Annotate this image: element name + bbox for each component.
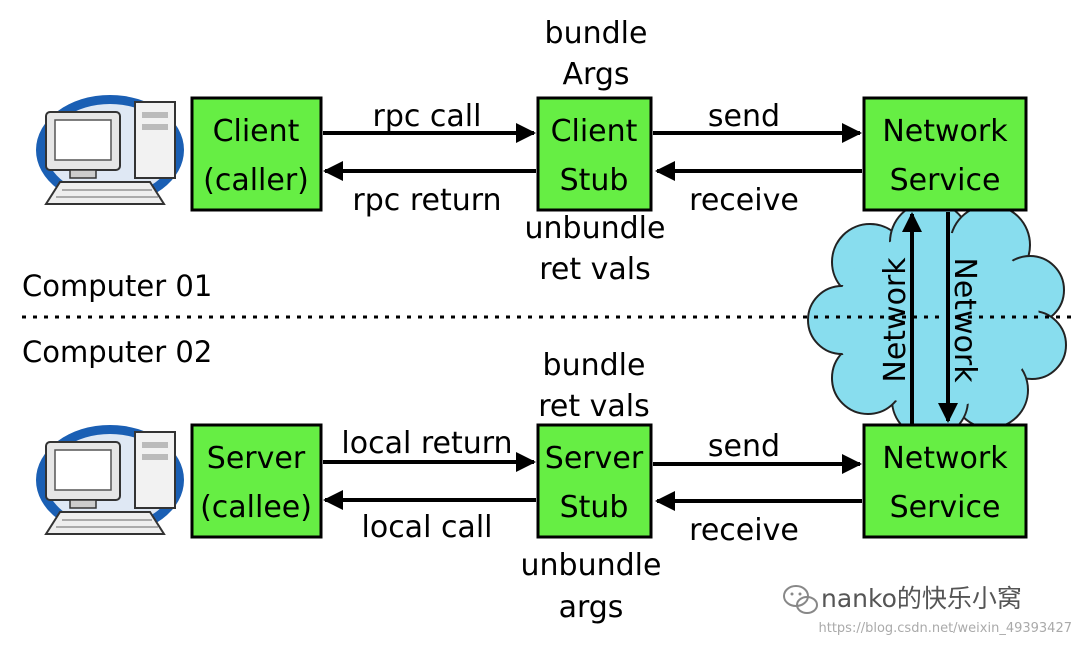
wechat-icon — [783, 585, 818, 614]
network-service-bottom-box — [862, 423, 1028, 539]
watermark-text: nanko的快乐小窝 — [821, 584, 1022, 613]
server-box — [190, 423, 323, 539]
send-top-label: send — [708, 99, 780, 134]
server-stub-line2: Stub — [560, 490, 629, 525]
network-service-top-line2: Service — [890, 163, 1001, 198]
server-box-line2: (callee) — [200, 490, 312, 525]
bundle-ret-vals-line2: ret vals — [538, 389, 650, 424]
bundle-args-line1: bundle — [545, 16, 648, 51]
receive-bottom-label: receive — [689, 513, 799, 548]
local-call-label: local call — [362, 510, 493, 545]
unbundle-ret-vals-line1: unbundle — [525, 211, 666, 246]
rpc-call-label: rpc call — [373, 99, 482, 134]
client-stub-line1: Client — [551, 114, 638, 149]
unbundle-ret-vals-line2: ret vals — [539, 252, 651, 287]
receive-top-label: receive — [689, 183, 799, 218]
network-up-label: Network — [878, 257, 913, 383]
network-service-bottom-line2: Service — [890, 490, 1001, 525]
computer-02-label: Computer 02 — [22, 335, 212, 369]
watermark-url: https://blog.csdn.net/weixin_49393427 — [818, 621, 1072, 636]
local-return-label: local return — [341, 426, 512, 461]
client-stub-box — [536, 96, 653, 212]
bundle-ret-vals-line1: bundle — [543, 348, 646, 383]
computer-01-label: Computer 01 — [22, 269, 212, 303]
client-box — [190, 96, 323, 212]
server-stub-line1: Server — [545, 441, 644, 476]
network-service-bottom-line1: Network — [882, 441, 1008, 476]
unbundle-args-line2: args — [559, 590, 624, 625]
network-service-top-box — [862, 96, 1028, 212]
client-stub-line2: Stub — [560, 163, 629, 198]
network-cloud — [807, 201, 1067, 439]
server-box-line1: Server — [207, 441, 306, 476]
send-bottom-label: send — [708, 429, 780, 464]
bundle-args-line2: Args — [562, 57, 629, 92]
network-down-label: Network — [947, 257, 982, 383]
client-box-line2: (caller) — [203, 163, 309, 198]
server-stub-box — [536, 423, 653, 539]
desktop-computer-icon — [36, 425, 184, 535]
client-box-line1: Client — [213, 114, 300, 149]
rpc-return-label: rpc return — [352, 183, 501, 218]
unbundle-args-line1: unbundle — [521, 548, 662, 583]
network-service-top-line1: Network — [882, 114, 1008, 149]
desktop-computer-icon — [36, 95, 184, 205]
